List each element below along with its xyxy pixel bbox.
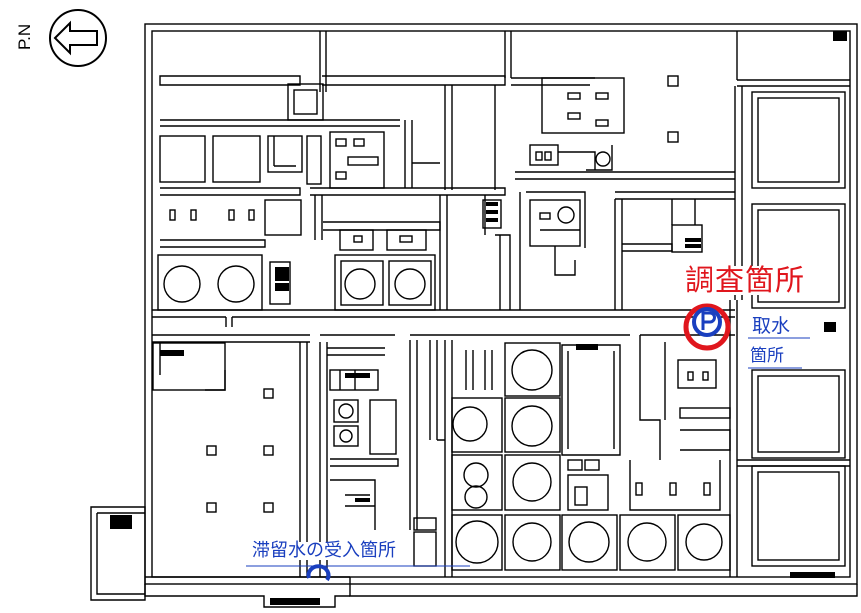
stair-hatches — [110, 31, 847, 605]
wall-segments-lower-center — [444, 300, 850, 577]
wall-segments-upper-right — [511, 31, 850, 310]
wall-segments-upper-left — [157, 31, 512, 311]
corridor-walls — [152, 309, 735, 343]
north-label: P.N — [15, 23, 34, 50]
pump-circle-p-icon — [683, 303, 731, 351]
horseshoe-intake-icon — [306, 564, 331, 582]
stagnant-water-intake-label: 滞留水の受入箇所 — [250, 540, 398, 561]
intake-location-label-line1: 取水 — [752, 315, 791, 337]
north-arrow-icon — [49, 9, 107, 67]
wall-segments-lower-left — [152, 340, 445, 577]
label-underlines — [246, 337, 810, 567]
survey-location-label: 調査箇所 — [683, 263, 808, 297]
outer-wall — [90, 23, 858, 608]
intake-location-label-line2: 箇所 — [750, 346, 784, 366]
